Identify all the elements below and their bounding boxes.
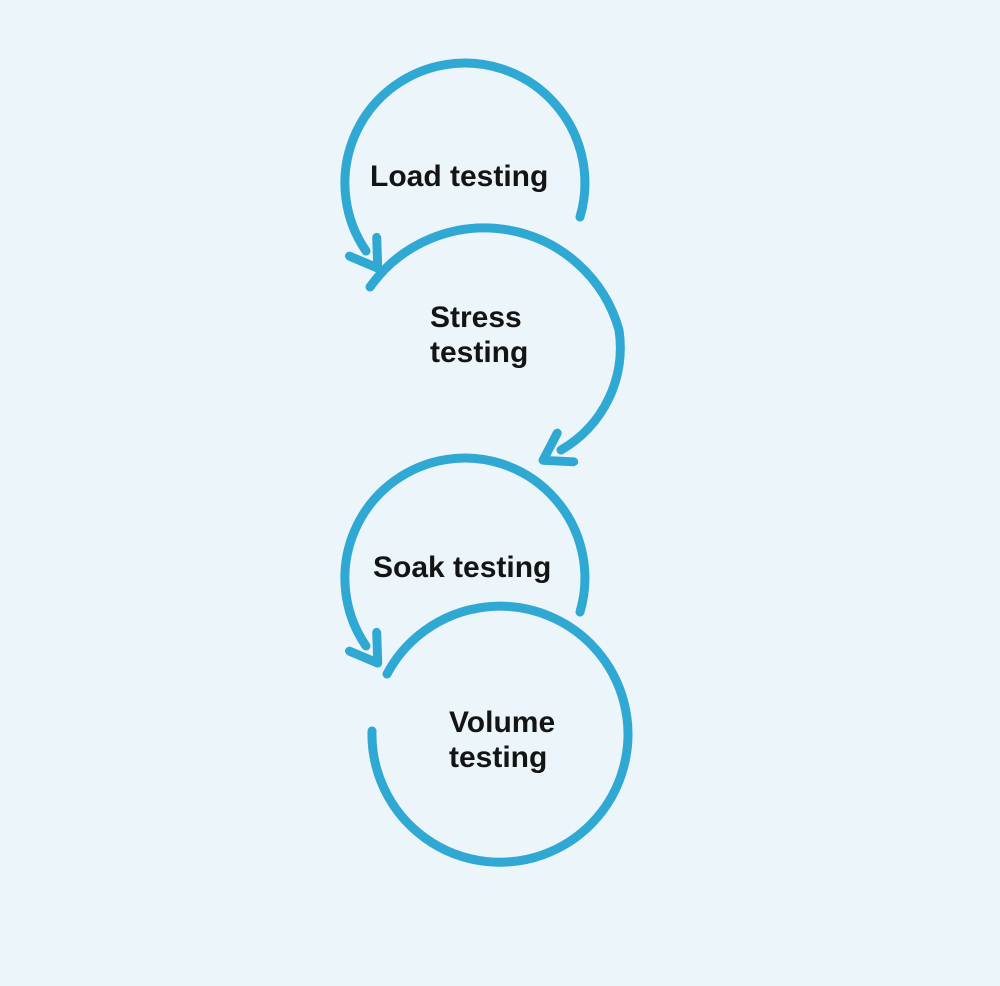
step-label-line: Soak testing [373,551,552,584]
step-label-soak-testing: Soak testing [373,550,551,585]
loop-arrow-load-to-stress-icon [340,58,590,251]
step-label-line: testing [430,336,529,369]
step-label-line: Volume [449,706,556,739]
loop-circle-volume-icon [367,601,633,867]
step-label-line: testing [449,741,548,774]
loop-arrow-soak-to-volume-icon [340,453,590,646]
step-label-volume-testing: Volume testing [449,705,555,775]
loop-arrow-stress-to-soak-icon [365,223,625,450]
step-label-stress-testing: Stress testing [430,300,528,370]
step-label-line: Stress [430,301,522,334]
step-label-load-testing: Load testing [370,159,548,194]
step-label-line: Load testing [370,160,549,193]
